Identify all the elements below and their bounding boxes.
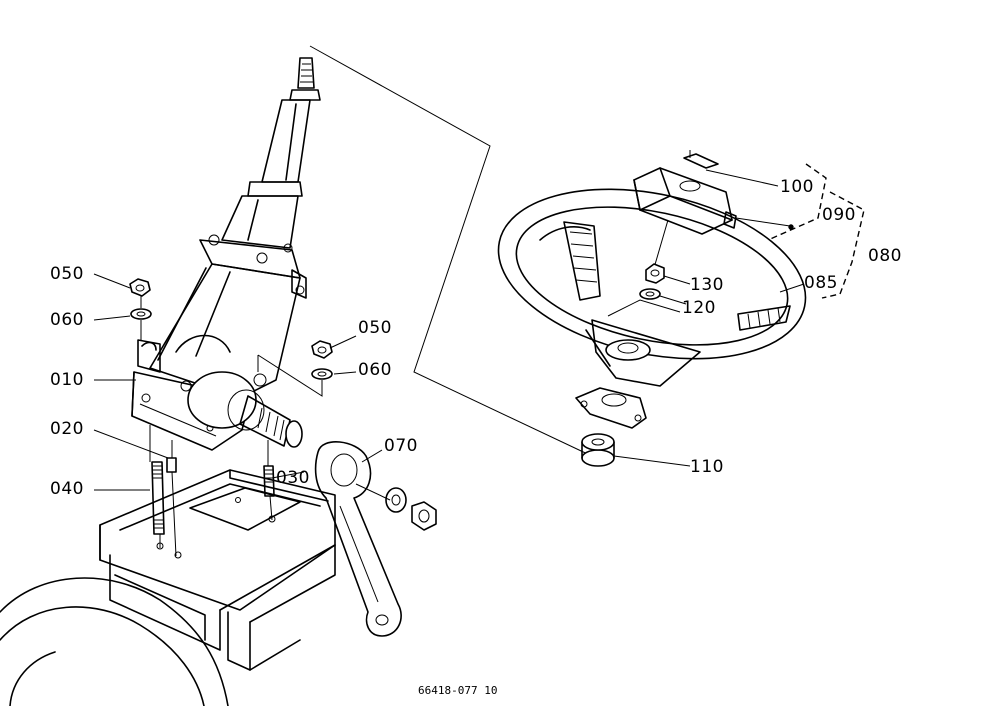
nut-070 [411,501,437,531]
callout-050-right: 050 [358,318,392,338]
callout-060-left: 060 [50,310,84,330]
callout-050-left: 050 [50,264,84,284]
nut-050-right [311,340,333,359]
callout-120: 120 [682,298,716,318]
nut-130 [645,263,665,284]
figure-number: 66418-077 10 [418,684,498,697]
leader-cap-axis [653,219,669,269]
leader-lines-wheel [613,169,805,467]
callout-080: 080 [868,246,902,266]
exploded-guide-lines [309,45,597,459]
group-bracket-080 [821,191,865,299]
callout-070: 070 [384,436,418,456]
leader-070-axis [355,483,391,501]
horn-cap-090 [633,167,737,235]
steering-column [131,57,321,451]
pitman-arm-070 [314,441,402,637]
stud-030 [263,465,275,497]
hub-adapter [575,387,647,429]
leader-lines-column [149,425,273,557]
callout-110: 110 [690,457,724,477]
callout-040: 040 [50,479,84,499]
leader-right-mount [257,354,323,397]
emblem-100 [683,153,719,169]
callout-020: 020 [50,419,84,439]
front-wheel [0,577,229,707]
callout-090: 090 [822,205,856,225]
bushing-110 [581,433,615,467]
washer-060-left [130,308,152,320]
callout-100: 100 [780,177,814,197]
stud-040 [151,461,165,535]
washer-060-right [311,368,333,380]
dowel-pin-020 [166,457,177,473]
group-bracket-090 [767,163,827,241]
callout-030: 030 [276,468,310,488]
callout-130: 130 [690,275,724,295]
tractor-frame [99,469,336,671]
callout-010: 010 [50,370,84,390]
leader-lines-left [93,273,383,491]
washer-070 [385,487,407,513]
callout-085: 085 [804,273,838,293]
nut-050-left [129,278,151,297]
washer-120 [639,288,661,300]
callout-060-right: 060 [358,360,392,380]
steering-wheel-085 [497,188,807,387]
